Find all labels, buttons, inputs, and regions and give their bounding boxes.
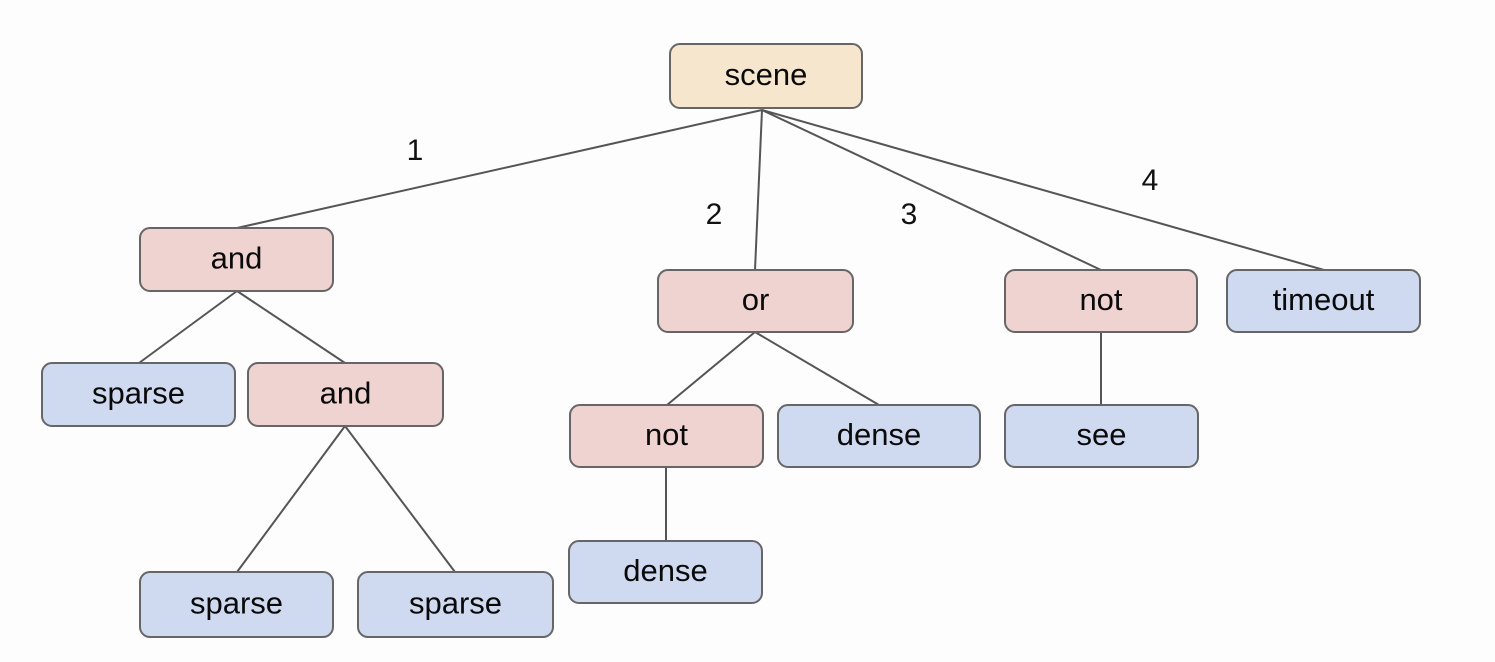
- node-box[interactable]: [1226, 269, 1421, 333]
- node-box[interactable]: [568, 540, 763, 604]
- edge-label: 3: [901, 198, 918, 231]
- node-box[interactable]: [657, 269, 854, 333]
- node-box[interactable]: [1004, 269, 1198, 333]
- tree-edge: [761, 109, 1325, 271]
- node-label: not: [1079, 282, 1122, 317]
- node-label: sparse: [409, 586, 502, 621]
- node-label: dense: [837, 417, 921, 452]
- tree-node-and[interactable]: and: [247, 362, 444, 427]
- node-box[interactable]: [669, 43, 863, 109]
- nodes-layer: scene and or not timeout sparse and not dense see…: [41, 43, 1421, 638]
- node-label: sparse: [190, 586, 283, 621]
- tree-edge: [754, 109, 763, 271]
- node-label: and: [320, 376, 372, 411]
- node-box[interactable]: [247, 362, 444, 427]
- tree-node-sparse[interactable]: sparse: [357, 571, 554, 638]
- edges-layer: [138, 109, 1325, 573]
- node-label: and: [211, 241, 263, 276]
- node-label: scene: [725, 57, 808, 92]
- tree-node-scene[interactable]: scene: [669, 43, 863, 109]
- tree-edge: [236, 290, 346, 364]
- tree-node-sparse[interactable]: sparse: [41, 362, 236, 427]
- tree-node-timeout[interactable]: timeout: [1226, 269, 1421, 333]
- tree-node-not[interactable]: not: [1004, 269, 1198, 333]
- node-box[interactable]: [139, 571, 334, 638]
- node-label: or: [742, 282, 770, 317]
- tree-node-see[interactable]: see: [1004, 404, 1199, 468]
- tree-node-dense[interactable]: dense: [568, 540, 763, 604]
- tree-edge: [236, 425, 346, 573]
- node-box[interactable]: [139, 227, 334, 292]
- edge-label: 1: [407, 134, 424, 167]
- node-label: not: [645, 417, 688, 452]
- tree-edge: [344, 425, 456, 573]
- node-box[interactable]: [1004, 404, 1199, 468]
- node-label: sparse: [92, 376, 185, 411]
- node-box[interactable]: [41, 362, 236, 427]
- node-box[interactable]: [357, 571, 554, 638]
- node-label: dense: [623, 553, 707, 588]
- edge-label: 2: [706, 198, 723, 231]
- edge-label: 4: [1142, 164, 1159, 197]
- node-box[interactable]: [569, 404, 764, 468]
- node-label: see: [1077, 417, 1127, 452]
- tree-edge: [754, 331, 880, 406]
- tree-node-sparse[interactable]: sparse: [139, 571, 334, 638]
- node-box[interactable]: [777, 404, 981, 468]
- edge-labels-layer: 1 2 3 4: [407, 134, 1159, 231]
- tree-node-not[interactable]: not: [569, 404, 764, 468]
- tree-edge: [138, 290, 238, 364]
- node-label: timeout: [1273, 282, 1375, 317]
- tree-edge: [236, 109, 763, 229]
- tree-node-or[interactable]: or: [657, 269, 854, 333]
- tree-node-dense[interactable]: dense: [777, 404, 981, 468]
- tree-edge: [761, 109, 1102, 271]
- tree-node-and[interactable]: and: [139, 227, 334, 292]
- tree-edge: [666, 331, 756, 406]
